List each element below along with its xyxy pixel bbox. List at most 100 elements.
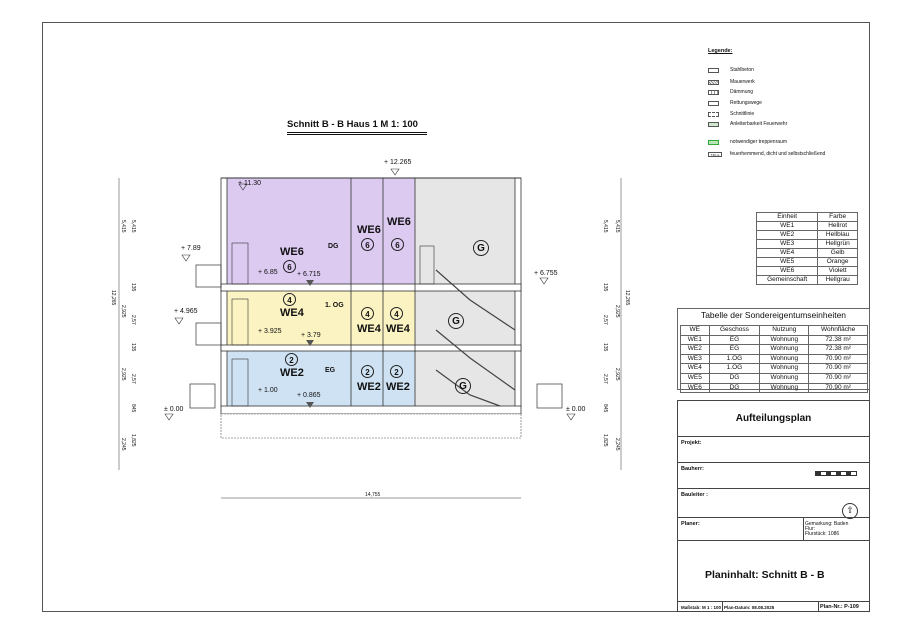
- elevation-label: + 3.925: [258, 328, 282, 335]
- title-block-divider: [677, 517, 870, 518]
- elevation-marker: [181, 254, 191, 262]
- balcony: [536, 383, 563, 409]
- dimension-text: 2,57: [130, 374, 136, 384]
- elevation-marker: [238, 183, 248, 191]
- table-cell: Wohnung: [759, 382, 810, 394]
- unit-label: WE2: [386, 381, 410, 393]
- outer-wall: [220, 177, 228, 408]
- dimension-text: 135: [130, 283, 136, 292]
- dimension-text: 5,415: [614, 220, 620, 233]
- dimension-text: 135: [602, 343, 608, 352]
- unit-label: WE4: [357, 323, 381, 335]
- flur: Flur:: [805, 526, 815, 532]
- elevation-label: + 0.865: [297, 392, 321, 399]
- unit-label: WE4: [386, 323, 410, 335]
- dimension-text: 5,415: [130, 220, 136, 233]
- title-block: [677, 400, 870, 612]
- unit-number: 6: [283, 260, 296, 273]
- plan-title: Aufteilungsplan: [735, 413, 812, 424]
- common-fill: [415, 178, 515, 406]
- legend-label: feuerhemmend, dicht und selbstschließend: [730, 151, 826, 157]
- unit-number: 6: [391, 238, 404, 251]
- unit-number: 4: [361, 307, 374, 320]
- foundation: [220, 413, 522, 439]
- dimension-text: 135: [602, 283, 608, 292]
- legend-label: Anleiterbarkeit Feuerwehr: [730, 121, 788, 127]
- staircase: [435, 269, 516, 331]
- unit-label: WE6: [280, 246, 304, 258]
- we2-fill: [226, 351, 415, 406]
- bauleiter-label: Bauleiter :: [681, 492, 708, 498]
- scale-bar: [815, 471, 857, 476]
- legend-label: Stahlbeton: [730, 67, 754, 73]
- legend-label: Mauerwerk: [730, 79, 755, 85]
- floor-label-og: 1. OG: [325, 302, 344, 309]
- slab: [220, 405, 522, 415]
- legend-swatch: [708, 68, 719, 73]
- dimension-text: 2,925: [120, 368, 126, 381]
- slab: [220, 283, 522, 292]
- title-block-divider: [677, 462, 870, 463]
- elevation-label: + 7.89: [181, 245, 201, 252]
- legend-heading: Legende:: [708, 48, 733, 54]
- we6-fill: [226, 178, 415, 284]
- table-cell: Hellgrau: [817, 275, 858, 285]
- dimension-text: 2,57: [602, 315, 608, 325]
- drawing-title-underline: [287, 132, 427, 133]
- dimension-text: 5,415: [602, 220, 608, 233]
- table-cell: 70.90 m²: [808, 382, 868, 394]
- elevation-label: + 4.965: [174, 308, 198, 315]
- legend-swatch: [708, 140, 719, 145]
- balcony: [195, 322, 222, 346]
- legend-label: Rettungswege: [730, 100, 762, 106]
- title-block-divider: [803, 517, 804, 540]
- table-cell: Gemeinschaft: [755, 275, 819, 285]
- dimension-text: 2,925: [120, 305, 126, 318]
- elevation-label: + 1.00: [258, 387, 278, 394]
- unit-label: WE4: [280, 307, 304, 319]
- unit-number: 2: [285, 353, 298, 366]
- common-label: G: [448, 313, 464, 329]
- dimension-text: 12,265: [110, 290, 116, 306]
- legend-label: Dämmung: [730, 89, 754, 95]
- elevation-label: ± 0.00: [164, 406, 184, 413]
- dimension-text: 1,825: [602, 434, 608, 447]
- legend-swatch: [708, 90, 719, 95]
- units-table-title: Tabelle der Sondereigentumseinheiten: [700, 310, 847, 320]
- plan-datum: Plan-Datum: 08.08.2025: [724, 605, 775, 610]
- dimension-text: 2,245: [120, 438, 126, 451]
- elevation-marker: [306, 340, 314, 346]
- title-block-divider: [677, 436, 870, 437]
- elevation-ridge: + 12.265: [384, 159, 412, 166]
- plan-nr: Plan-Nr.: P-109: [820, 604, 859, 610]
- elevation-marker: [539, 277, 549, 285]
- legend-swatch: [708, 101, 719, 106]
- dimension-text: 2,57: [130, 315, 136, 325]
- legend-swatch: [708, 122, 719, 127]
- dimension-text: 5,415: [120, 220, 126, 233]
- dimension-text: 845: [602, 404, 608, 413]
- elevation-marker: [306, 280, 314, 286]
- elevation-marker: [306, 402, 314, 408]
- drawing-title-underline-2: [287, 134, 427, 135]
- unit-number: 2: [390, 365, 403, 378]
- unit-label: WE2: [280, 367, 304, 379]
- elevation-marker: [164, 413, 174, 421]
- staircase: [435, 369, 501, 407]
- balcony: [195, 264, 222, 288]
- dimension-text: 12,265: [624, 290, 630, 306]
- elevation-marker: [390, 168, 400, 176]
- floor-label-dg: DG: [328, 243, 339, 250]
- dimension-text: 135: [130, 343, 136, 352]
- elevation-label: + 3.79: [301, 332, 321, 339]
- unit-label: WE6: [357, 224, 381, 236]
- planinhalt: Planinhalt: Schnitt B - B: [705, 569, 825, 581]
- door: [231, 298, 249, 346]
- title-block-divider: [818, 601, 819, 612]
- elevation-label: + 6.85: [258, 269, 278, 276]
- elevation-label: + 6.715: [297, 271, 321, 278]
- elevation-marker: [174, 317, 184, 325]
